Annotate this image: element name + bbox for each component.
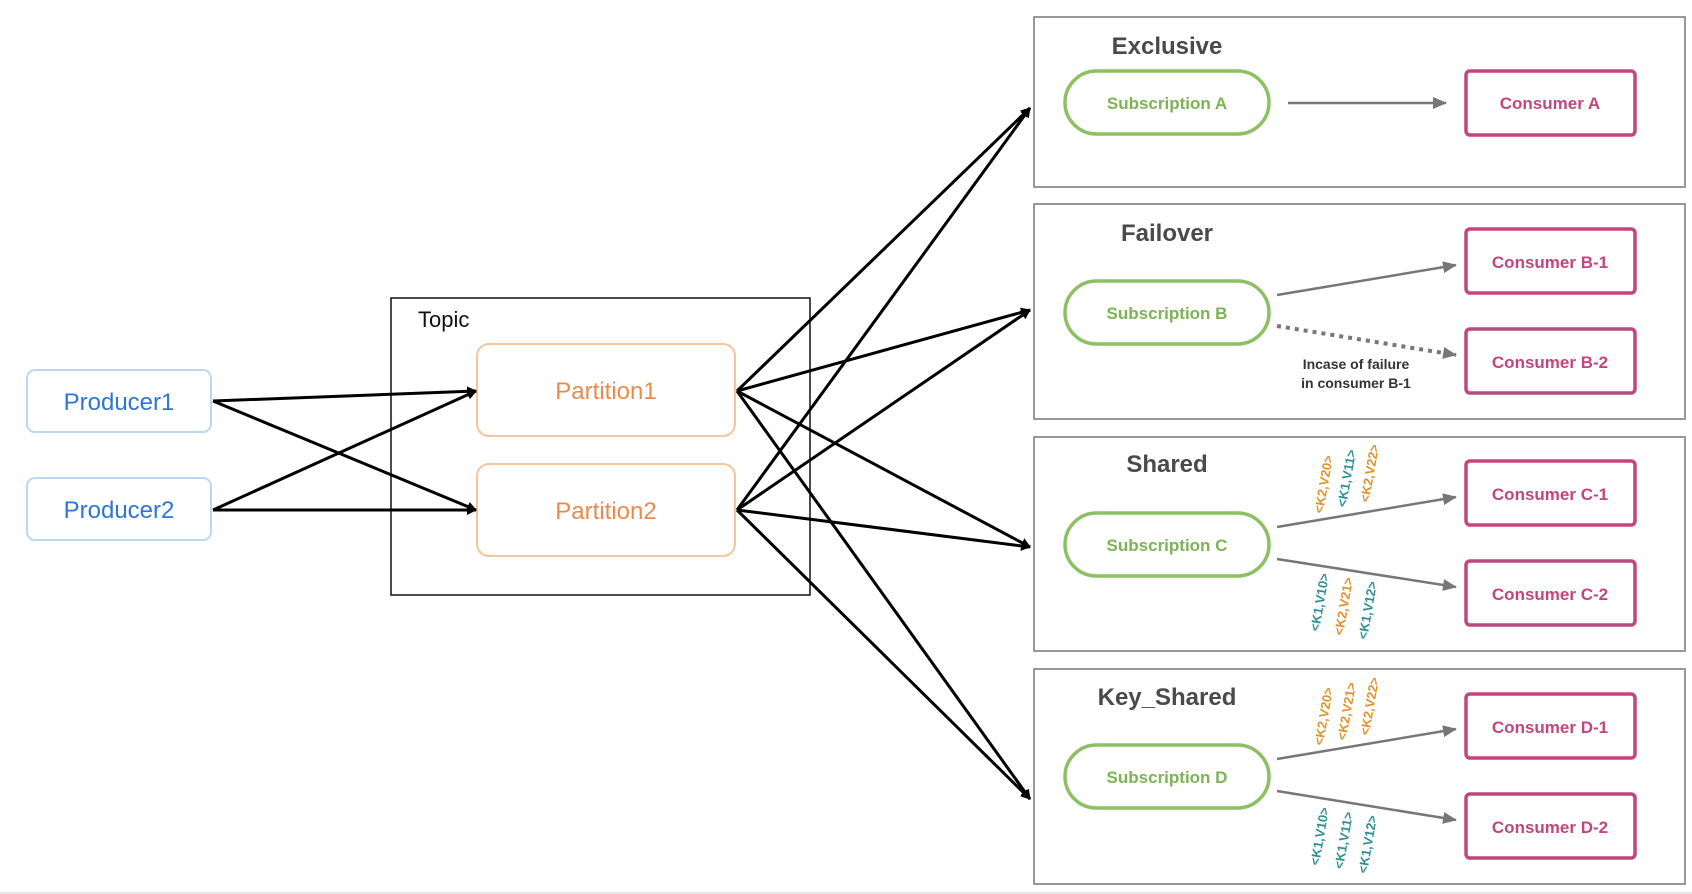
consumer-node: Consumer B-2 (1464, 327, 1637, 395)
exclusive-panel (1033, 16, 1686, 188)
arrow-part2-sub-c (736, 508, 1031, 551)
subscription-label: Subscription C (1107, 536, 1228, 555)
consumer-node: Consumer D-1 (1464, 692, 1637, 760)
producer-label: Producer2 (64, 497, 175, 524)
topic-box (390, 297, 811, 596)
subscription-node: Subscription D (1063, 743, 1271, 810)
shared-panel (1033, 436, 1686, 652)
arrow-part1-sub-d (735, 390, 1032, 800)
shared-msg-lower-1: <K1,V10> (1307, 572, 1332, 633)
partition-subscription-arrows (735, 106, 1032, 801)
consumer-label: Consumer A (1500, 94, 1600, 113)
exclusive-title: Exclusive (1112, 33, 1223, 60)
key-shared-msg-lower-2: <K1,V11> (1331, 810, 1356, 870)
consumer-node: Consumer B-1 (1464, 227, 1637, 295)
arrow-part2-sub-a (735, 107, 1032, 511)
arrow-part2-sub-d (735, 508, 1032, 801)
arrow-part1-sub-c (736, 389, 1031, 549)
arrow-part1-sub-b (736, 307, 1031, 393)
arrow-p1-part1 (212, 386, 477, 403)
partition-node: Partition1 (476, 343, 736, 437)
consumer-node: Consumer C-2 (1464, 559, 1637, 627)
shared-msg-upper-2: <K1,V11> (1334, 448, 1359, 508)
arrow-sub-c-consumer-c1 (1276, 493, 1457, 529)
shared-title: Shared (1126, 451, 1207, 478)
producer-partition-arrows (212, 386, 477, 515)
key-shared-msg-lower-3: <K1,V12> (1355, 814, 1380, 875)
arrow-sub-d-consumer-d2 (1276, 789, 1457, 824)
shared-msg-lower-2: <K2,V21> (1331, 576, 1356, 637)
key-shared-title: Key_Shared (1098, 684, 1237, 711)
partition-label: Partition2 (555, 498, 656, 525)
producer-label: Producer1 (64, 389, 175, 416)
failover-note-line2: in consumer B-1 (1301, 375, 1411, 391)
partition-label: Partition1 (555, 378, 656, 405)
consumer-node: Consumer A (1464, 69, 1637, 137)
arrow-sub-c-consumer-c2 (1276, 557, 1457, 591)
arrow-sub-d-consumer-d1 (1276, 725, 1457, 761)
consumer-node: Consumer C-1 (1464, 459, 1637, 527)
consumer-label: Consumer B-2 (1492, 353, 1608, 372)
consumer-label: Consumer C-1 (1492, 485, 1608, 504)
arrow-part2-sub-b (736, 308, 1031, 512)
key-shared-msg-upper-1: <K2,V20> (1311, 686, 1336, 747)
arrow-sub-b-consumer-b1 (1276, 261, 1457, 297)
key-shared-msg-lower-1: <K1,V10> (1307, 806, 1332, 867)
partition-node: Partition2 (476, 463, 736, 557)
key-shared-msg-upper-2: <K2,V21> (1334, 681, 1359, 742)
arrow-part1-sub-a (735, 106, 1032, 393)
arrow-p2-part1 (212, 389, 477, 512)
producer-node: Producer1 (26, 369, 212, 433)
arrow-sub-b-consumer-b2-dotted (1276, 324, 1457, 359)
subscription-node: Subscription B (1063, 279, 1271, 346)
subscription-node: Subscription C (1063, 511, 1271, 578)
failover-title: Failover (1121, 220, 1213, 247)
failover-note-line1: Incase of failure (1303, 356, 1410, 372)
consumer-node: Consumer D-2 (1464, 792, 1637, 860)
subscription-label: Subscription A (1107, 94, 1227, 113)
key-shared-msg-upper-3: <K2,V22> (1357, 676, 1382, 737)
topic-label: Topic (418, 307, 469, 332)
arrow-p1-part2 (212, 399, 477, 512)
shared-msg-lower-3: <K1,V12> (1355, 580, 1380, 641)
subscription-label: Subscription D (1107, 768, 1228, 787)
shared-msg-upper-3: <K2,V22> (1357, 443, 1382, 504)
bottom-divider (0, 892, 1692, 894)
subscription-node: Subscription A (1063, 69, 1271, 136)
producer-node: Producer2 (26, 477, 212, 541)
consumer-label: Consumer D-1 (1492, 718, 1608, 737)
subscription-label: Subscription B (1107, 304, 1228, 323)
consumer-label: Consumer D-2 (1492, 818, 1608, 837)
consumer-label: Consumer B-1 (1492, 253, 1608, 272)
failover-panel (1033, 203, 1686, 420)
shared-msg-upper-1: <K2,V20> (1311, 454, 1336, 515)
consumer-label: Consumer C-2 (1492, 585, 1608, 604)
key-shared-panel (1033, 668, 1686, 885)
